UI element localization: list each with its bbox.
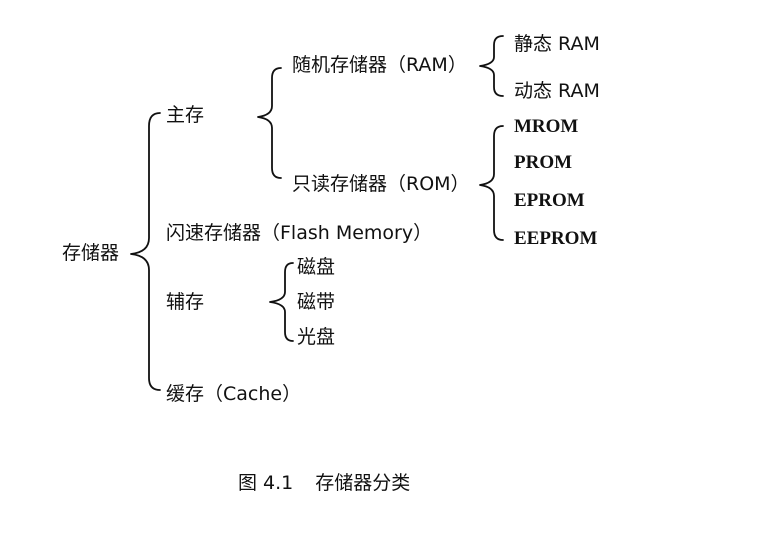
rom-label: 只读存储器（ROM） xyxy=(292,173,470,195)
figure-caption: 图 4.1 存储器分类 xyxy=(238,468,410,495)
figure-number: 图 4.1 xyxy=(238,472,294,494)
main-memory-label: 主存 xyxy=(166,104,205,126)
figure-title: 存储器分类 xyxy=(315,472,411,494)
ram-brace xyxy=(479,35,504,97)
ram-type-item: 动态 RAM xyxy=(514,80,600,102)
ram-label: 随机存储器（RAM） xyxy=(292,54,467,76)
flash-label: 闪速存储器（Flash Memory） xyxy=(166,222,433,244)
aux-type-item: 磁带 xyxy=(297,291,336,313)
rom-brace xyxy=(479,125,504,241)
aux-type-item: 光盘 xyxy=(297,326,336,348)
aux-type-item: 磁盘 xyxy=(297,256,336,278)
main-memory-brace xyxy=(257,67,282,179)
aux-memory-label: 辅存 xyxy=(166,291,205,313)
rom-type-item: EEPROM xyxy=(514,228,598,249)
ram-type-item: 静态 RAM xyxy=(514,33,600,55)
rom-type-item: MROM xyxy=(514,116,579,137)
root-brace xyxy=(130,112,161,391)
aux-brace xyxy=(269,262,294,342)
rom-type-item: EPROM xyxy=(514,190,585,211)
root-label: 存储器 xyxy=(62,242,120,264)
cache-label: 缓存（Cache） xyxy=(166,383,302,405)
rom-type-item: PROM xyxy=(514,152,573,173)
